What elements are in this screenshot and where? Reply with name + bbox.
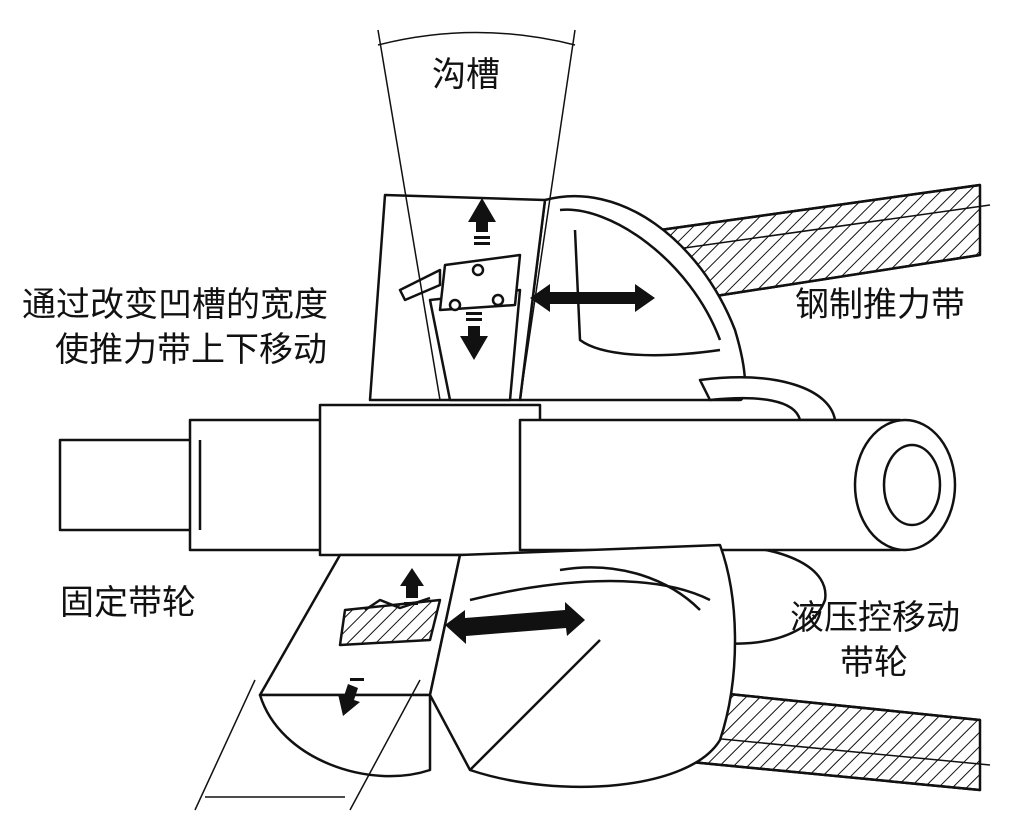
instruction-label-line1: 通过改变凹槽的宽度 xyxy=(22,285,328,325)
double-arrow-icon xyxy=(445,602,585,644)
fixed-pulley-label: 固定带轮 xyxy=(60,583,196,623)
groove-label: 沟槽 xyxy=(432,55,500,95)
groove-guide-lines xyxy=(194,29,576,811)
arrow-down-icon xyxy=(338,678,364,716)
steel-belt-lower xyxy=(668,688,991,792)
hydraulic-pulley-label-line1: 液压控移动 xyxy=(790,598,960,638)
hydraulic-pulley-lower xyxy=(428,543,737,789)
hydraulic-pulley-label-line2: 带轮 xyxy=(840,643,908,683)
fixed-pulley-upper xyxy=(368,193,547,402)
double-arrow-icon xyxy=(530,284,655,312)
steel-belt-label: 钢制推力带 xyxy=(795,285,965,325)
instruction-label-line2: 使推力带上下移动 xyxy=(55,330,327,370)
shaft xyxy=(58,403,957,557)
arrow-down-icon xyxy=(460,312,488,360)
arrow-up-icon xyxy=(400,568,424,605)
fixed-pulley-lower xyxy=(258,553,462,778)
arrow-up-icon xyxy=(468,198,496,245)
